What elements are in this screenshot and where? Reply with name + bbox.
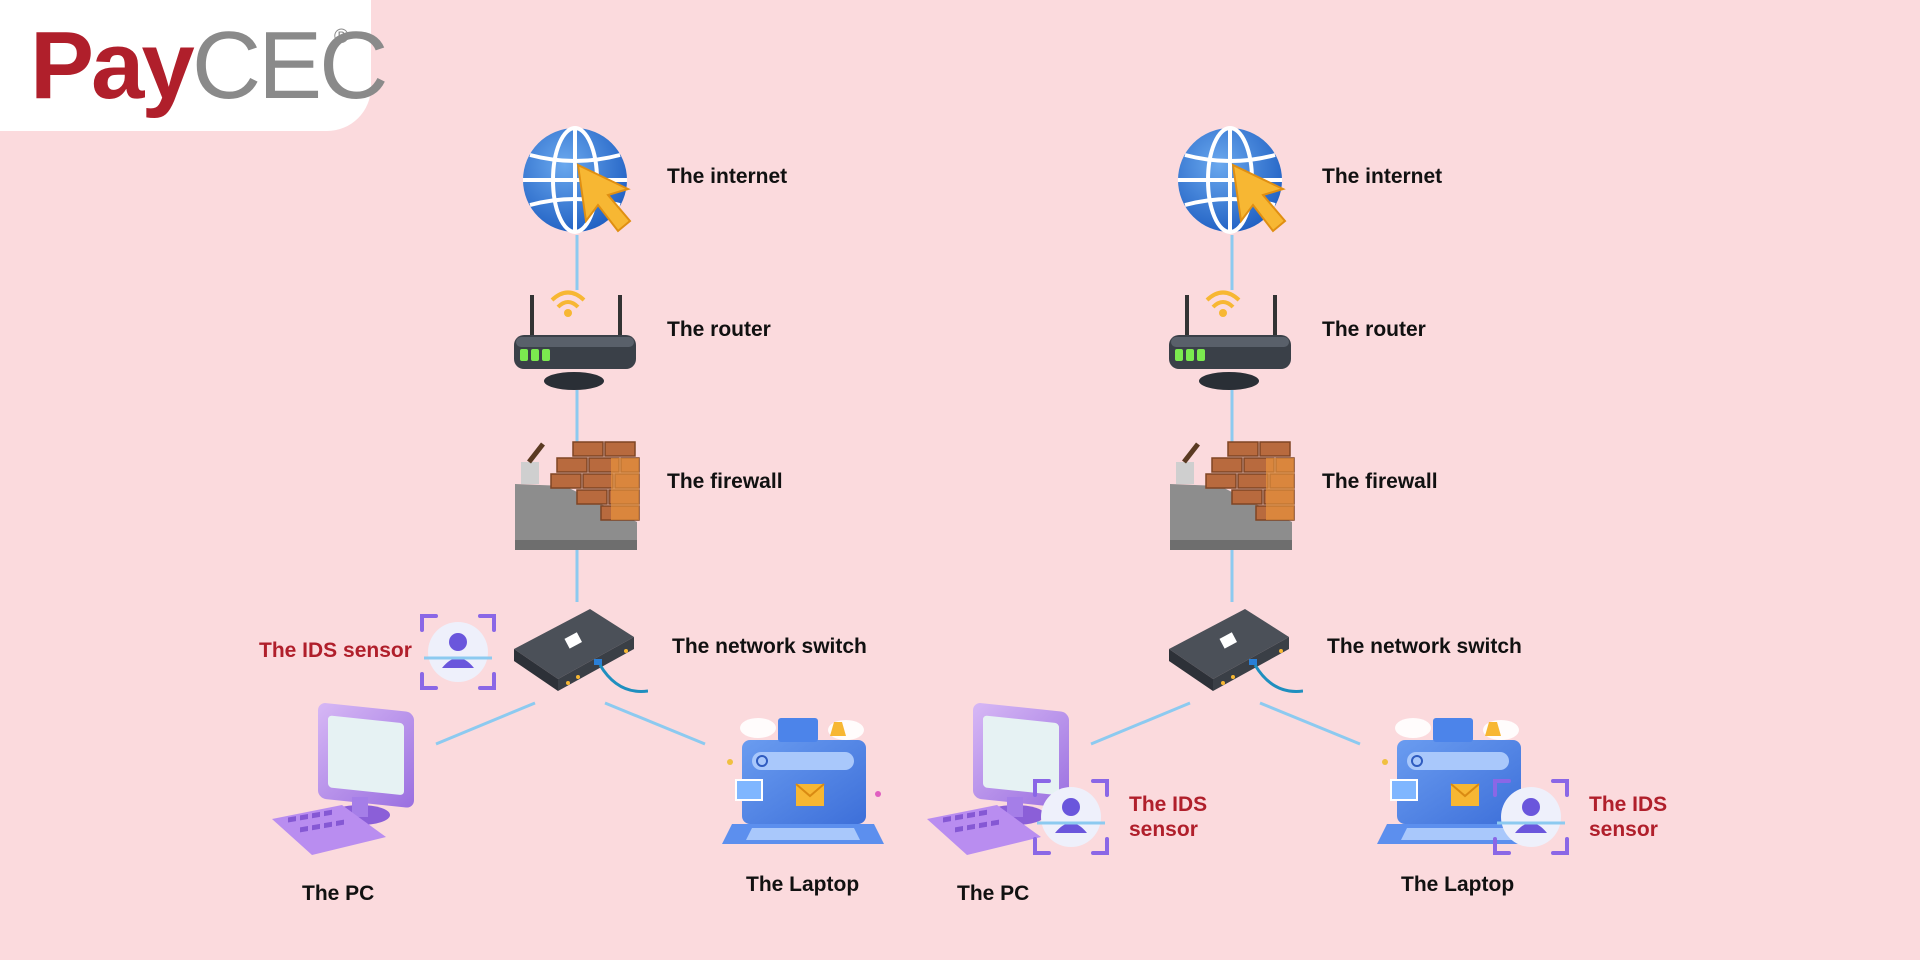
left-router-icon <box>512 290 638 392</box>
right-globe-icon <box>1176 126 1287 234</box>
left-firewall-label: The firewall <box>667 470 783 493</box>
link-right-switch-pc <box>1090 701 1191 746</box>
left-laptop-label: The Laptop <box>746 873 860 896</box>
left-laptop-icon <box>721 717 885 845</box>
right-pc-ids-label-line2: sensor <box>1129 818 1198 841</box>
left-internet-label: The internet <box>667 165 788 188</box>
left-ids-icon <box>420 614 496 690</box>
link-left-switch-pc <box>435 701 536 746</box>
left-pc-label: The PC <box>302 882 375 905</box>
logo-container: PayCEC ® <box>0 0 388 131</box>
left-pc-icon <box>272 702 414 855</box>
right-pc-ids-label-line1: The IDS <box>1129 793 1208 816</box>
registered-mark: ® <box>334 26 349 48</box>
left-router-label: The router <box>667 318 771 341</box>
right-pc-label: The PC <box>957 882 1030 905</box>
right-router-icon <box>1167 290 1293 392</box>
left-firewall-icon <box>515 442 639 550</box>
link-right-switch-laptop <box>1259 701 1361 746</box>
right-switch-label: The network switch <box>1327 635 1522 658</box>
right-firewall-icon <box>1170 442 1294 550</box>
right-firewall-label: The firewall <box>1322 470 1438 493</box>
link-left-switch-laptop <box>604 701 706 746</box>
right-laptop-label: The Laptop <box>1401 873 1515 896</box>
right-laptop-ids-label-line1: The IDS <box>1589 793 1668 816</box>
right-internet-label: The internet <box>1322 165 1443 188</box>
right-laptop-ids-label-line2: sensor <box>1589 818 1658 841</box>
right-router-label: The router <box>1322 318 1426 341</box>
paycec-logo: PayCEC <box>30 12 388 119</box>
left-switch-icon <box>512 607 648 693</box>
left-switch-label: The network switch <box>672 635 867 658</box>
left-ids-label: The IDS sensor <box>259 639 412 662</box>
left-globe-icon <box>521 126 632 234</box>
connection-lines <box>435 235 1361 746</box>
right-switch-icon <box>1167 607 1303 693</box>
